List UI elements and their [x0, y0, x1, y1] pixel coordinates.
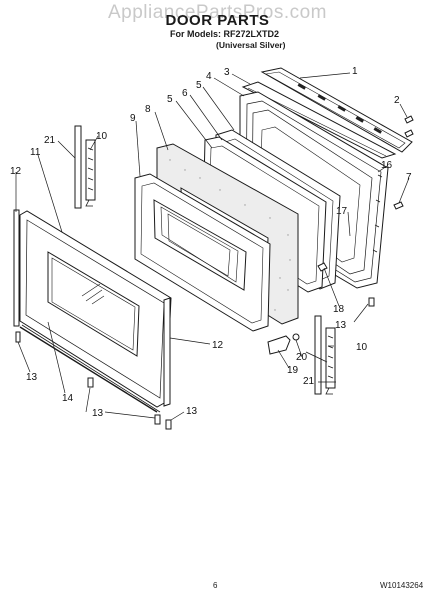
leader-lines: [15, 72, 410, 421]
callout-21b: 21: [303, 376, 315, 387]
part-inner-door-panel: [134, 173, 271, 332]
callout-21a: 21: [44, 135, 56, 146]
page-number: 6: [213, 581, 218, 590]
part-hinge-left: [74, 125, 96, 209]
callouts: 1 2 3 4 5 5 6 7 8 9 10 10 11 12 12 13 13…: [10, 66, 412, 419]
callout-19: 19: [287, 365, 299, 376]
callout-6: 6: [182, 88, 188, 99]
callout-1: 1: [352, 66, 358, 77]
callout-5a: 5: [196, 80, 202, 91]
part-bottom-trim: [19, 326, 158, 413]
part-bracket: [267, 335, 291, 355]
part-side-trim-left: [13, 209, 20, 327]
part-top-channel: [241, 81, 397, 159]
page-title: DOOR PARTS: [165, 12, 270, 29]
callout-7: 7: [406, 172, 412, 183]
callout-13a: 13: [26, 372, 38, 383]
callout-13b: 13: [92, 408, 104, 419]
callout-12a: 12: [10, 166, 22, 177]
part-screws-right: [404, 115, 414, 138]
callout-10b: 10: [356, 342, 368, 353]
part-vent-trim: [260, 67, 413, 153]
callout-11: 11: [30, 147, 41, 158]
callout-2: 2: [394, 95, 400, 106]
part-outer-door: [19, 210, 172, 413]
callout-12b: 12: [212, 340, 224, 351]
callout-14: 14: [62, 393, 74, 404]
document-number: W10143264: [380, 581, 424, 590]
color-line: (Universal Silver): [216, 40, 286, 50]
callout-20: 20: [296, 352, 308, 363]
callout-4: 4: [206, 71, 212, 82]
callout-8: 8: [145, 104, 151, 115]
part-screw-7: [393, 201, 404, 210]
callout-5b: 5: [167, 94, 173, 105]
callout-13c: 13: [186, 406, 198, 417]
callout-3: 3: [224, 67, 230, 78]
part-side-trim-right: [163, 297, 171, 407]
callout-16: 16: [381, 160, 393, 171]
watermark: AppliancePartsPros.com: [107, 2, 328, 23]
part-screws: [15, 297, 375, 430]
callout-10a: 10: [96, 131, 108, 142]
callout-18: 18: [333, 304, 345, 315]
part-bracket-screw: [292, 333, 300, 341]
part-hinge-right: [314, 315, 336, 395]
callout-17: 17: [336, 206, 348, 217]
callout-13d: 13: [335, 320, 347, 331]
models-line: For Models: RF272LXTD2: [170, 29, 280, 39]
callout-9: 9: [130, 113, 136, 124]
